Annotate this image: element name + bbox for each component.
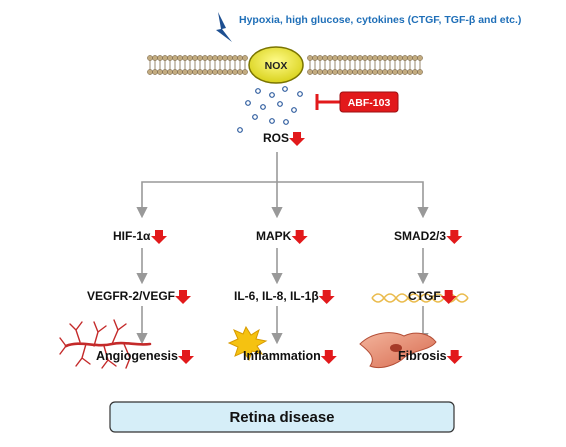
mediator-vegf: VEGFR-2/VEGF (87, 289, 175, 303)
fibroblast-cell-icon (359, 332, 437, 369)
down-arrow-icon (291, 230, 308, 244)
outcome-inflammation: Inflammation (243, 349, 321, 363)
down-arrow-icon (289, 132, 306, 146)
down-arrow-icon (440, 290, 457, 304)
pathway-name-mapk: MAPK (256, 229, 292, 243)
pathway-name-hif: HIF-1α (113, 229, 151, 243)
abf-103-badge: ABF-103 (339, 91, 399, 113)
disease-label: Retina disease (229, 409, 334, 426)
inhibitor-label: ABF-103 (348, 97, 391, 109)
down-arrow-icon (175, 290, 192, 304)
cell-membrane (147, 55, 423, 75)
outcome-fibrosis: Fibrosis (398, 349, 447, 363)
ros-molecules (237, 86, 303, 133)
down-arrow-icon (446, 230, 463, 244)
down-arrow-icon (318, 290, 335, 304)
disease-box: Retina disease (109, 401, 455, 433)
stimulus-label: Hypoxia, high glucose, cytokines (CTGF, … (239, 14, 521, 26)
pathway-name-smad: SMAD2/3 (394, 229, 446, 243)
nox-enzyme: NOX (248, 46, 304, 84)
ros-label: ROS (263, 131, 289, 145)
nox-label: NOX (265, 60, 288, 72)
inhibition-bar (315, 94, 340, 110)
blood-vessel-icon (59, 319, 152, 369)
down-arrow-icon (320, 350, 337, 364)
down-arrow-icon (178, 350, 195, 364)
inflammation-burst-icon (227, 325, 268, 362)
mediator-ctgf: CTGF (408, 289, 441, 303)
outcome-angiogenesis: Angiogenesis (96, 349, 178, 363)
down-arrow-icon (446, 350, 463, 364)
lightning-bolt-icon (216, 12, 232, 42)
mediator-interleukins: IL-6, IL-8, IL-1β (234, 289, 319, 303)
down-arrow-icon (151, 230, 167, 244)
pathway-connectors (136, 152, 429, 345)
